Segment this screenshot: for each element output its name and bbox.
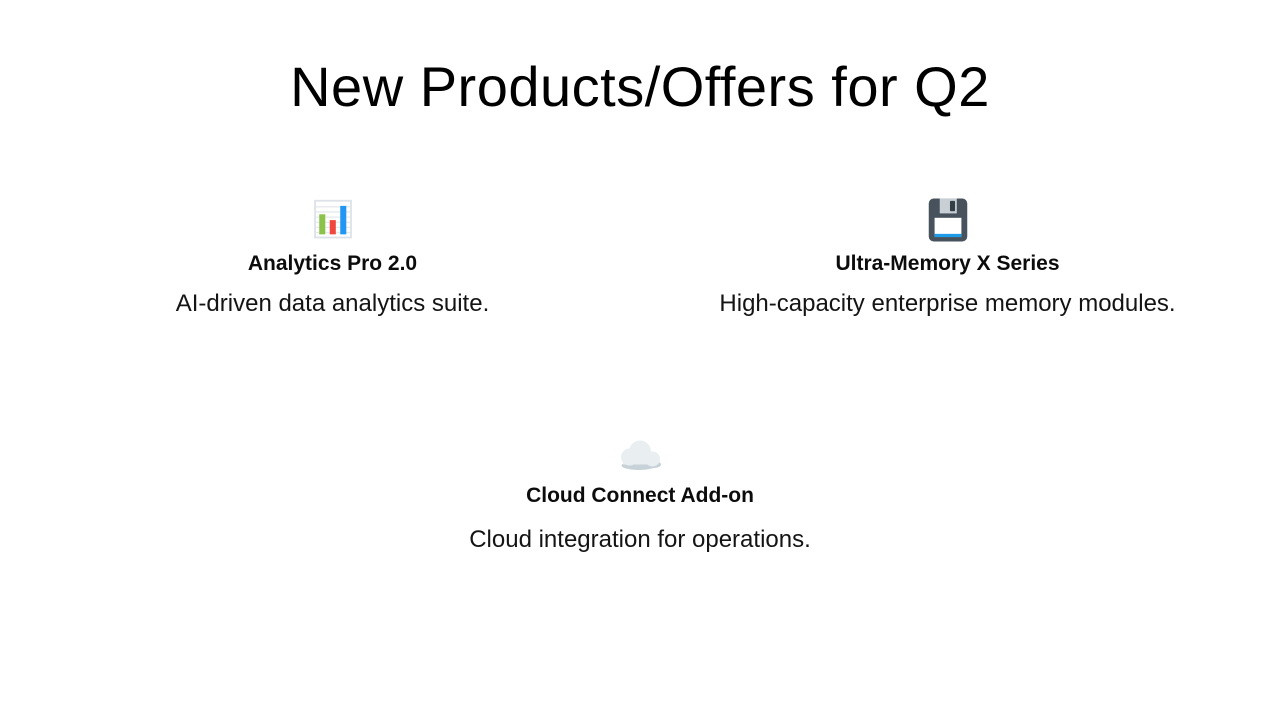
feature-analytics-pro: Analytics Pro 2.0 AI-driven data analyti…	[25, 198, 640, 320]
features-row-top: Analytics Pro 2.0 AI-driven data analyti…	[25, 198, 1255, 320]
feature-description: Cloud integration for operations.	[469, 526, 811, 553]
floppy-disk-icon	[928, 198, 968, 242]
feature-ultra-memory: Ultra-Memory X Series High-capacity ente…	[640, 198, 1255, 320]
feature-description: High-capacity enterprise memory modules.	[719, 290, 1176, 317]
bar-chart-icon	[312, 198, 354, 242]
feature-cloud-connect: Cloud Connect Add-on Cloud integration f…	[0, 438, 1280, 556]
feature-name: Ultra-Memory X Series	[835, 252, 1060, 275]
cloud-icon	[616, 438, 664, 474]
slide-title: New Products/Offers for Q2	[290, 55, 990, 118]
feature-name: Cloud Connect Add-on	[526, 484, 754, 507]
features-row-bottom: Cloud Connect Add-on Cloud integration f…	[0, 438, 1280, 556]
feature-name: Analytics Pro 2.0	[247, 252, 418, 275]
feature-description: AI-driven data analytics suite.	[175, 290, 490, 317]
